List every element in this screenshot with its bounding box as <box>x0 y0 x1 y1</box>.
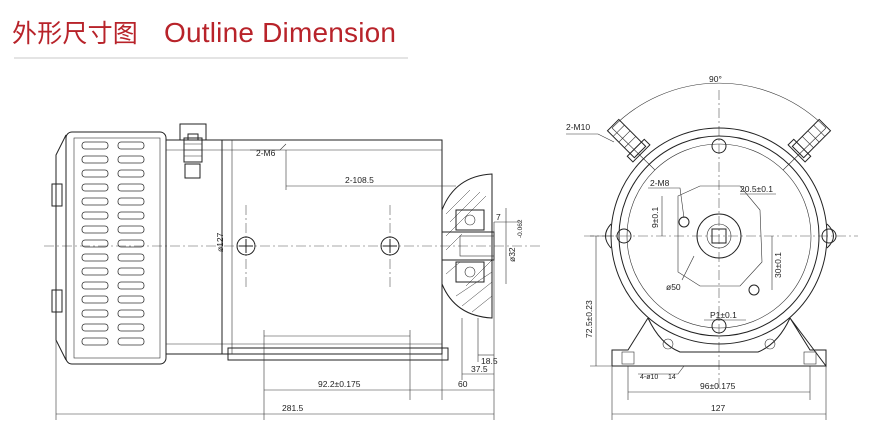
motor-body <box>165 139 443 355</box>
dim-foot-slot-depth: 14 <box>668 374 676 381</box>
terminal-stud <box>179 123 207 163</box>
end-body-inner <box>626 143 812 329</box>
flange-hatch <box>445 189 493 313</box>
bearing-ball-lower <box>464 266 476 278</box>
dim-bolt-pattern: 2-108.5 <box>345 175 374 185</box>
screw-right <box>380 236 400 256</box>
end-foot <box>611 317 827 368</box>
angle-leg-left <box>611 127 656 171</box>
m6-leader <box>250 143 287 151</box>
end-view: 90° 2-M10 <box>566 74 858 420</box>
terminal-left <box>606 118 651 163</box>
foot-boss-left <box>662 338 674 350</box>
dim-hole-x: 20.5±0.1 <box>740 184 773 194</box>
dim-spigot: ø32 <box>507 247 517 262</box>
foot-boss-right <box>764 338 776 350</box>
dim-key-width: 7 <box>496 212 501 222</box>
end-body-ring <box>618 135 820 337</box>
page-title: 外形尺寸图 Outline Dimension <box>12 14 396 50</box>
m8-leader <box>648 187 685 219</box>
hole-right <box>821 228 837 244</box>
dim-hole-y: 9±0.1 <box>650 207 660 228</box>
rear-bolt-upper <box>51 183 63 207</box>
angle-arc <box>611 82 827 129</box>
m8-hole-a <box>678 216 690 228</box>
bearing-lower <box>455 261 485 283</box>
fan-cover-inner <box>73 137 161 359</box>
dim-holes: 2-M8 <box>650 178 670 188</box>
terminal-base <box>184 163 201 179</box>
dim-foot-slot: 4-ø10 <box>640 374 658 381</box>
mounting-foot <box>227 347 449 361</box>
dim-mount-spacing: 92.2±0.175 <box>318 379 361 389</box>
dim-angle: 90° <box>709 74 722 84</box>
dim-vertical-30: 30±0.1 <box>773 252 783 278</box>
hole-left <box>616 228 632 244</box>
rear-bolt-lower <box>51 289 63 313</box>
slot-leader <box>638 365 685 375</box>
shaft-circle <box>706 223 732 249</box>
foot-arch <box>647 317 791 353</box>
dim-shaft-length: 18.5 <box>481 356 498 366</box>
dim-shaft-step: 37.5 <box>471 364 488 374</box>
dim-foot-width: 127 <box>711 403 725 413</box>
shaft-key <box>711 228 727 244</box>
dim-terminal: 2-M6 <box>256 148 276 158</box>
dim-spigot-tol: -0.062 <box>517 219 524 238</box>
dim-pcd-note: P1±0.1 <box>710 310 737 320</box>
dim-foot-spacing: 96±0.175 <box>700 381 736 391</box>
dim-body-diameter: ø127 <box>215 232 225 252</box>
foot-slot-left <box>621 351 635 365</box>
m8-hole-b <box>748 284 760 296</box>
pcd-leader <box>681 255 695 281</box>
angle-leg-right <box>782 127 827 171</box>
m10-leader <box>566 133 615 143</box>
vent-slots <box>81 141 145 346</box>
hole-top <box>711 138 727 154</box>
dim-terminals: 2-M10 <box>566 122 590 132</box>
dim-pitch-circle: ø50 <box>666 282 681 292</box>
title-english: Outline Dimension <box>164 17 397 48</box>
shaft-boss <box>696 213 742 259</box>
screw-left <box>236 236 256 256</box>
bearing-upper <box>455 209 485 231</box>
inner-flange <box>677 185 763 287</box>
rear-cap <box>55 134 67 361</box>
front-flange <box>441 173 493 319</box>
hole-bottom <box>711 318 727 334</box>
fan-cover <box>65 131 167 365</box>
dim-overall-length: 281.5 <box>282 403 304 413</box>
title-chinese: 外形尺寸图 <box>12 19 139 48</box>
foot-slot-right <box>803 351 817 365</box>
dim-center-height: 72.5±0.23 <box>584 300 594 338</box>
bearing-ball-upper <box>464 214 476 226</box>
side-view: 2-M6 2-108.5 ø127 7 ø32 -0.062 <box>44 123 540 420</box>
ear-right <box>826 223 834 249</box>
terminal-right <box>787 118 832 163</box>
dim-flange-offset: 60 <box>458 379 468 389</box>
